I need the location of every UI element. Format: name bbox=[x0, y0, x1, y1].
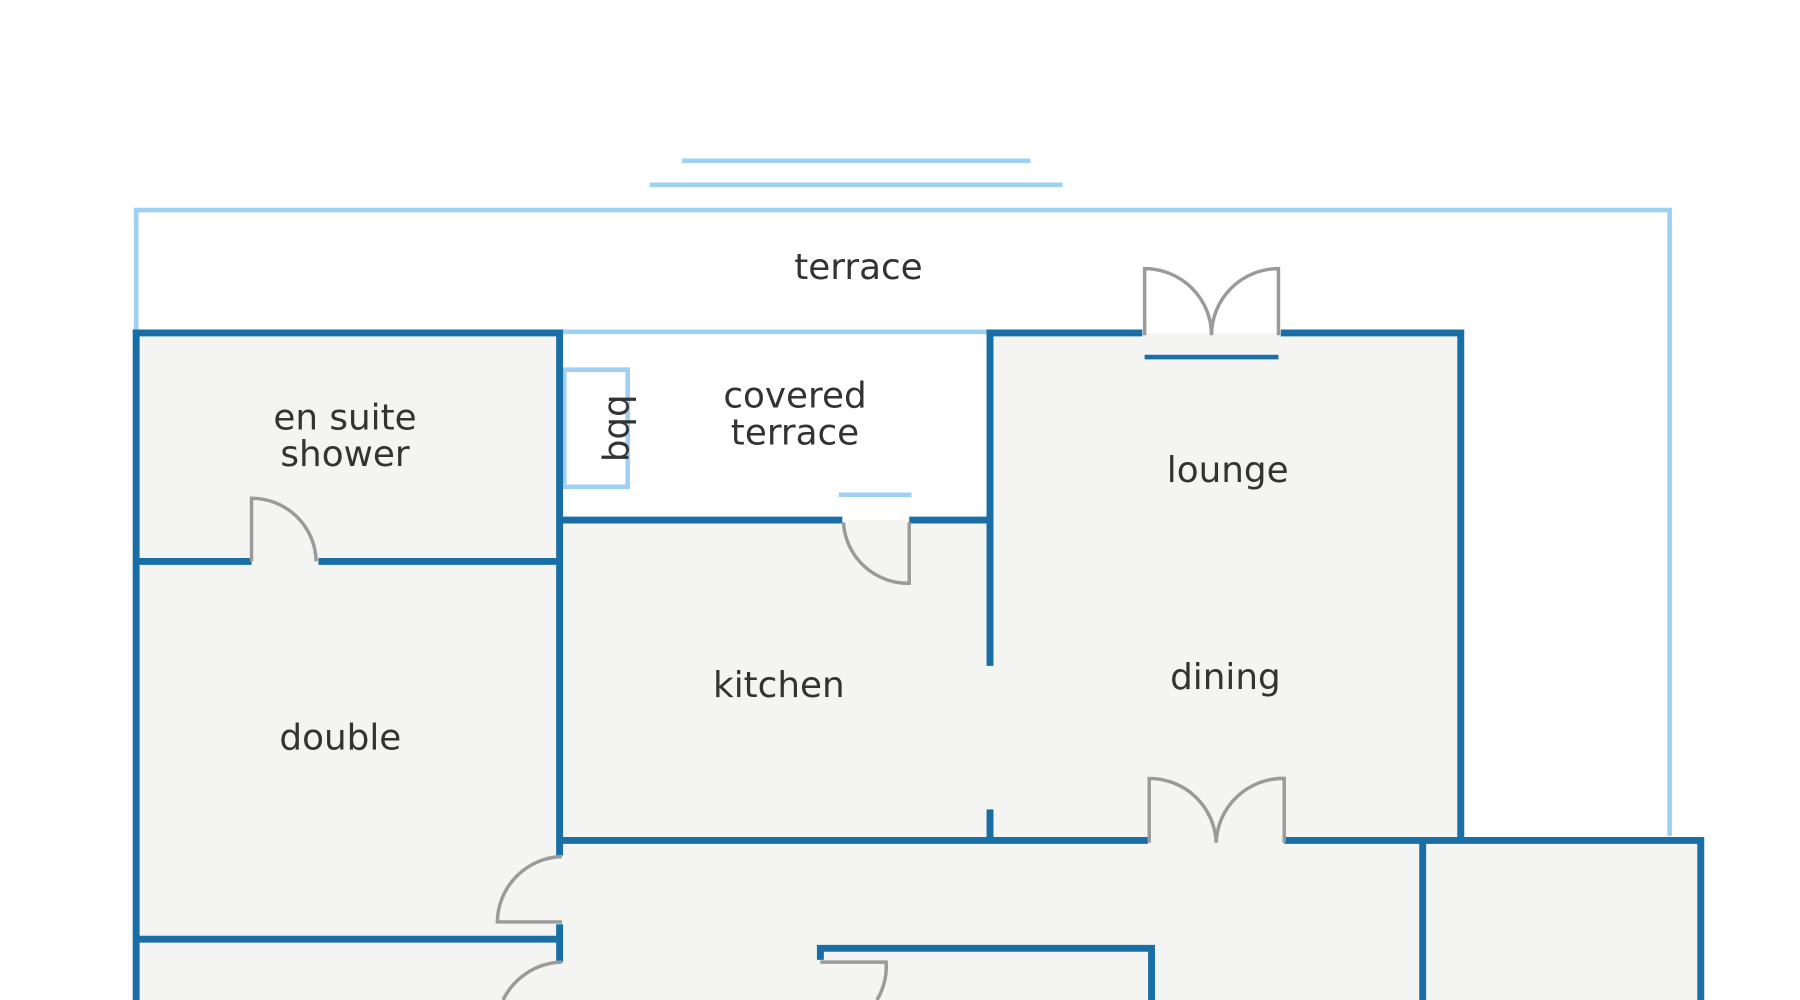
door-ensuite bbox=[249, 496, 318, 562]
label-lounge: lounge bbox=[1167, 450, 1289, 491]
room-labels: terrace covered terrace bbq en suite sho… bbox=[273, 247, 1288, 759]
label-covered-terrace: covered bbox=[723, 376, 866, 417]
bbq-box bbox=[561, 367, 630, 490]
door-lounge-terrace bbox=[1142, 266, 1281, 336]
label-dining: dining bbox=[1170, 657, 1281, 698]
label-double: double bbox=[279, 718, 401, 759]
label-terrace: terrace bbox=[794, 247, 922, 288]
label-kitchen: kitchen bbox=[713, 665, 845, 706]
walls bbox=[132, 329, 1705, 1000]
outdoor-lines bbox=[133, 158, 1672, 836]
doors bbox=[249, 266, 1286, 1000]
door-bottom-left bbox=[501, 960, 562, 1000]
label-en-suite: en suite bbox=[273, 397, 416, 438]
door-dining bbox=[1147, 776, 1286, 843]
label-bbq: bbq bbox=[600, 394, 641, 462]
floor-fills bbox=[136, 332, 1701, 1000]
door-kitchen bbox=[841, 522, 911, 585]
label-covered-terrace-2: terrace bbox=[731, 412, 859, 453]
label-shower: shower bbox=[280, 434, 409, 475]
door-inner bbox=[820, 960, 888, 1000]
door-double bbox=[495, 854, 562, 924]
